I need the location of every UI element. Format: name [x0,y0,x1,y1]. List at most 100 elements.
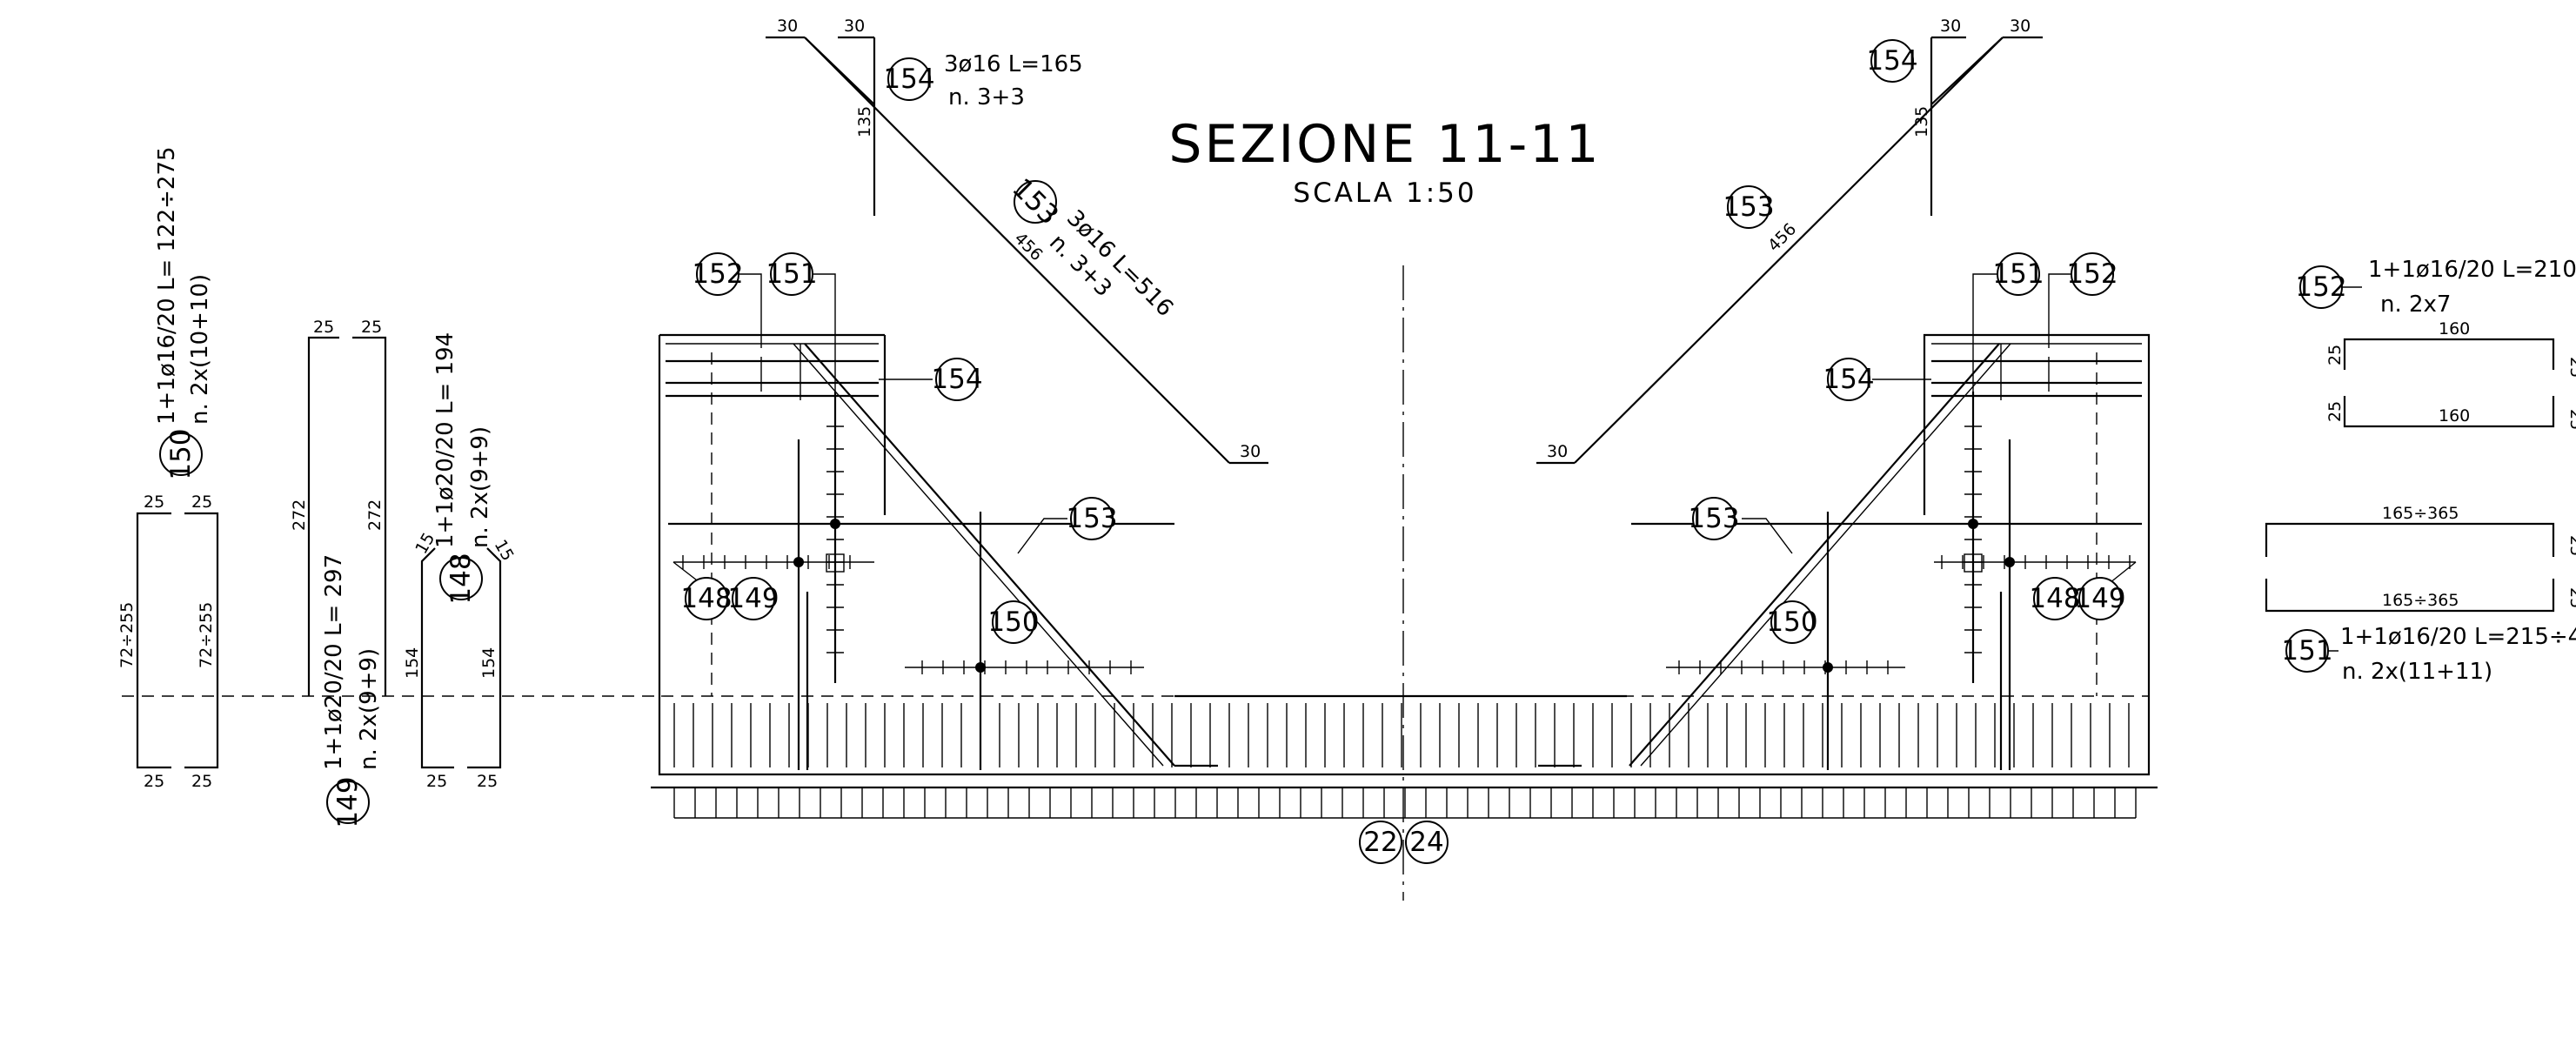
distribution-ticks [682,425,2131,674]
bar-154-count: n. 3+3 [948,84,1025,111]
svg-text:135: 135 [855,106,874,137]
svg-text:25: 25 [191,772,212,791]
svg-text:456: 456 [1010,229,1046,265]
drawing-scale: SCALA 1:50 [1293,178,1476,209]
svg-text:272: 272 [290,499,309,531]
bar-mark-154-top-left: 154 [883,57,935,101]
bar-mark-153-top-right: 153 [1723,185,1775,229]
svg-text:30: 30 [1240,442,1261,461]
svg-text:153: 153 [1688,503,1739,534]
bar-mark-150-right: 150 [1766,600,1818,644]
bar-150-count: n. 2x(10+10) [187,274,213,425]
svg-text:150: 150 [165,428,197,479]
foundation-bars [673,787,2137,818]
svg-text:22: 22 [1363,827,1397,858]
bar-151-schedule: 165÷365 165÷365 25 25 151 1+1ø16/20 L=21… [2265,504,2576,685]
bar-154-right-shape: 30 30 135 [1912,17,2043,216]
bar-152-spec: 1+1ø16/20 L=210 [2368,257,2576,283]
svg-text:25: 25 [2566,409,2576,430]
bar-mark-153-left: 153 [1066,497,1118,540]
svg-text:24: 24 [1409,827,1443,858]
svg-text:25: 25 [144,492,164,512]
bar-150-schedule: 25 25 25 25 72÷255 72÷255 150 1+1ø16/20 … [117,146,219,791]
svg-text:149: 149 [2074,583,2125,614]
bar-mark-150-left: 150 [987,600,1040,644]
bar-149-count: n. 2x(9+9) [356,648,382,770]
svg-text:149: 149 [727,583,779,614]
svg-text:30: 30 [1940,17,1961,36]
svg-text:25: 25 [313,318,334,337]
right-wall-reinforcement [1538,343,2142,770]
svg-text:25: 25 [477,772,498,791]
bar-mark-148-right: 148 [2029,577,2081,620]
svg-text:30: 30 [844,17,865,36]
svg-text:150: 150 [987,606,1039,638]
bar-mark-149-right: 149 [2074,577,2126,620]
svg-text:30: 30 [2010,17,2031,36]
bar-mark-153-top-left: 153 [1006,172,1064,231]
svg-text:153: 153 [1723,191,1774,223]
svg-text:153: 153 [1066,503,1117,534]
svg-text:30: 30 [1547,442,1568,461]
bar-151-count: n. 2x(11+11) [2342,659,2492,685]
bar-mark-152-left: 152 [692,252,744,296]
bar-mark-149-left: 149 [727,577,779,620]
svg-text:152: 152 [2066,258,2118,290]
concrete-section-outline [651,333,2158,819]
svg-text:165÷365: 165÷365 [2382,591,2459,610]
svg-text:25: 25 [2566,357,2576,378]
bar-mark-151-left: 151 [766,252,818,296]
bar-mark-151-right: 151 [1992,252,2044,296]
bar-mark-24: 24 [1405,821,1449,864]
bar-153-right-shape: 30 456 [1536,37,2004,465]
svg-text:152: 152 [692,258,743,290]
bar-149-schedule: 25 25 272 272 149 1+1ø20/20 L= 297 n. 2x… [290,318,387,828]
drawing-title: SEZIONE 11-11 [1168,114,1601,175]
bar-mark-22: 22 [1359,821,1402,864]
svg-text:153: 153 [1006,172,1064,231]
svg-text:154: 154 [1823,364,1874,395]
bar-150-spec: 1+1ø16/20 L= 122÷275 [154,146,180,425]
svg-text:25: 25 [191,492,212,512]
svg-text:30: 30 [777,17,798,36]
bar-151-spec: 1+1ø16/20 L=215÷415 [2340,624,2576,650]
svg-text:151: 151 [1992,258,2044,290]
bar-mark-154-top-right: 154 [1866,39,1918,83]
svg-text:72÷255: 72÷255 [117,602,137,668]
svg-text:25: 25 [361,318,382,337]
bar-149-spec: 1+1ø20/20 L= 297 [321,554,347,770]
svg-text:148: 148 [2029,583,2080,614]
svg-text:272: 272 [365,499,385,531]
bar-mark-153-right: 153 [1688,497,1740,540]
svg-text:149: 149 [332,776,364,828]
svg-text:154: 154 [931,364,982,395]
svg-text:148: 148 [680,583,732,614]
svg-text:160: 160 [2439,406,2470,425]
bar-148-spec: 1+1ø20/20 L= 194 [432,332,458,548]
bar-mark-154-left: 154 [931,358,983,401]
svg-text:148: 148 [445,553,477,604]
svg-text:150: 150 [1766,606,1817,638]
svg-text:25: 25 [144,772,164,791]
bar-154-left-shape: 30 30 135 [766,17,876,216]
svg-text:25: 25 [2566,535,2576,556]
bar-148-count: n. 2x(9+9) [467,426,493,548]
bar-154-spec: 3ø16 L=165 [944,51,1083,77]
svg-text:25: 25 [2325,345,2345,365]
svg-text:72÷255: 72÷255 [197,602,216,668]
bar-mark-154-right: 154 [1823,358,1875,401]
svg-text:151: 151 [2281,635,2332,667]
svg-text:25: 25 [426,772,447,791]
svg-text:154: 154 [1866,45,1917,77]
svg-text:152: 152 [2295,271,2346,303]
bar-148-schedule: 15 15 154 154 25 25 148 1+1ø20/20 L= 194… [403,332,518,791]
svg-text:154: 154 [883,64,934,95]
svg-text:456: 456 [1764,219,1800,255]
bar-mark-148-left: 148 [680,577,733,620]
svg-text:25: 25 [2566,587,2576,608]
svg-text:165÷365: 165÷365 [2382,504,2459,523]
svg-text:154: 154 [479,647,498,679]
slab-distribution-bars [673,703,2130,767]
leader-lines [672,273,2362,652]
